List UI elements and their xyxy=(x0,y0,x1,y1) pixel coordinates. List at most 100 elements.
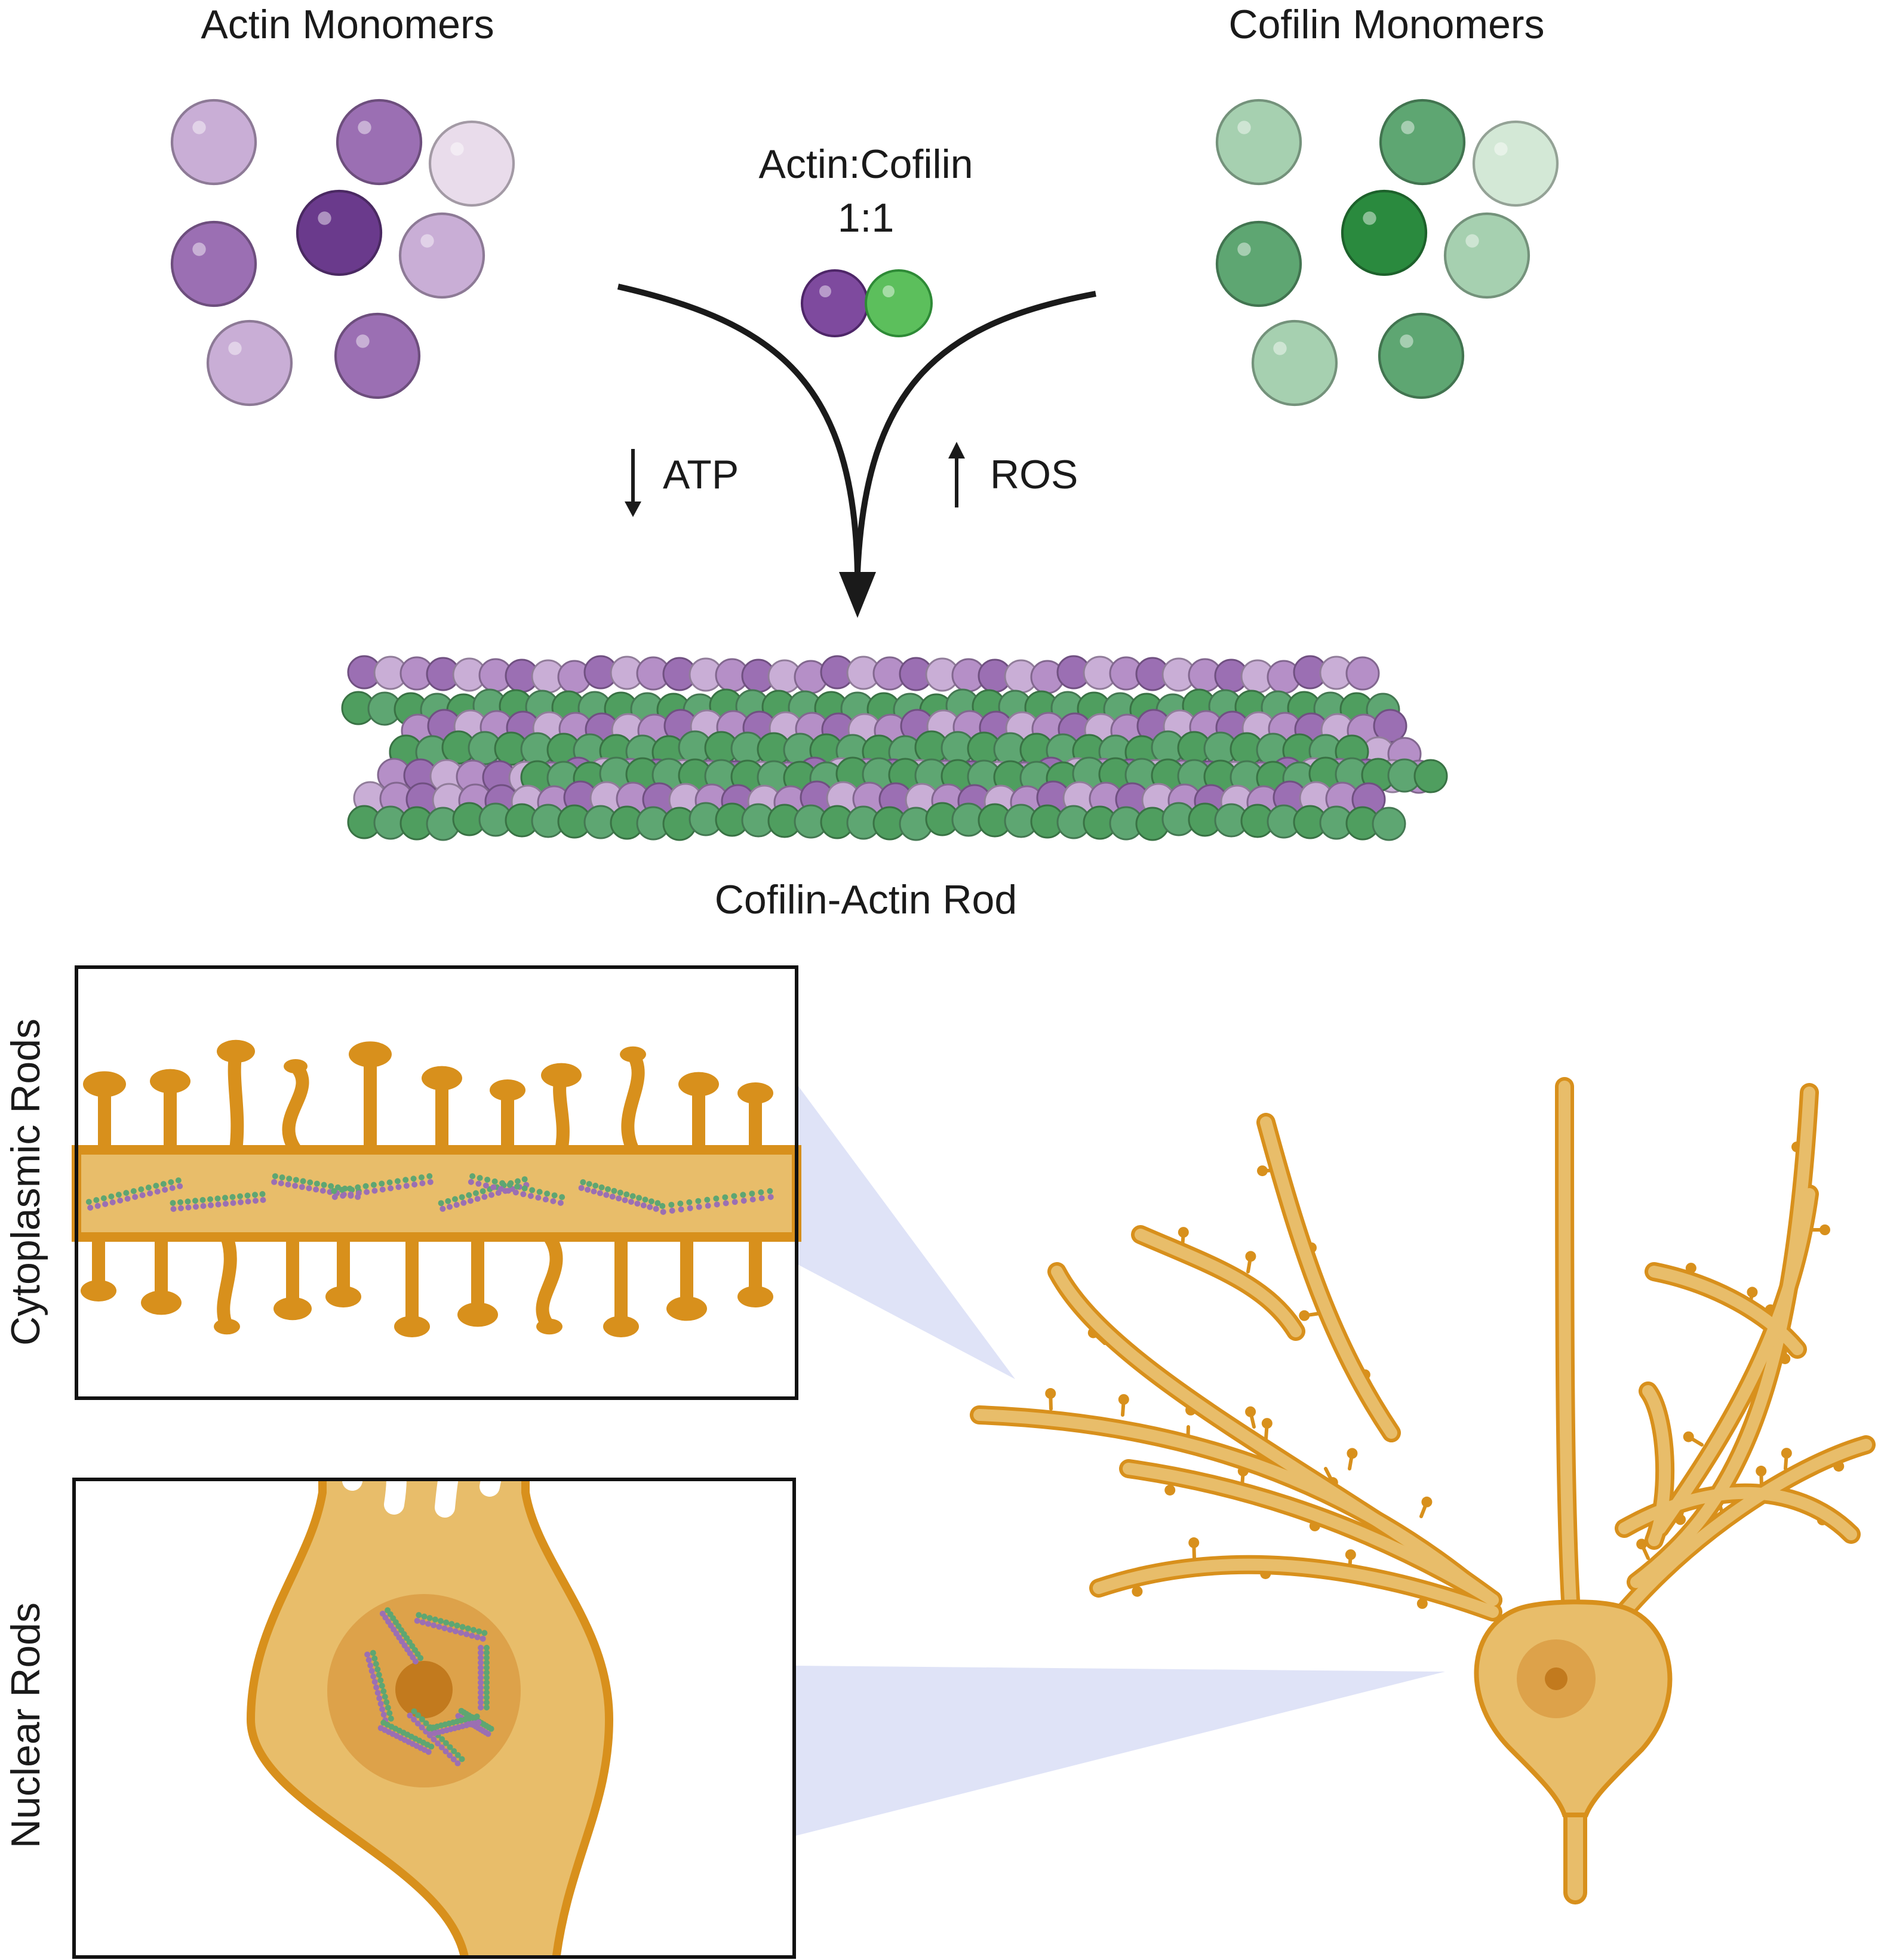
cytoplasmic-rod xyxy=(578,1179,661,1212)
neuron-dendrites xyxy=(970,1077,1876,1621)
cytoplasmic-rod xyxy=(659,1188,774,1215)
pair-cofilin-monomer xyxy=(865,269,933,337)
neuron-nucleolus xyxy=(1545,1667,1568,1690)
ros-label: ROS xyxy=(990,452,1078,497)
spine xyxy=(150,1069,190,1156)
spine xyxy=(349,1041,392,1156)
spine xyxy=(536,1230,563,1335)
nuclear-rods-panel xyxy=(72,1478,796,1959)
spine xyxy=(737,1082,773,1156)
cytoplasmic-rods-panel xyxy=(72,965,801,1400)
neuron-spine xyxy=(1636,1539,1650,1560)
spine xyxy=(282,1059,309,1156)
arrow-up-icon xyxy=(948,442,965,507)
spine xyxy=(394,1230,430,1337)
neuron-spine xyxy=(1118,1394,1129,1417)
neuron xyxy=(970,1077,1876,1904)
spine xyxy=(541,1063,582,1156)
cofilin-monomer xyxy=(1251,319,1338,407)
neuron-spine xyxy=(1299,1310,1321,1321)
converging-arrow xyxy=(617,284,1096,618)
atp-label: ATP xyxy=(663,452,739,497)
rod-cofilin-bead xyxy=(1413,759,1448,793)
cytoplasmic-rod xyxy=(331,1173,434,1200)
cofilin-monomer xyxy=(1215,99,1302,186)
cofilin-monomer xyxy=(1443,212,1530,299)
zoom-cone-cytoplasmic xyxy=(798,1085,1015,1379)
cofilin-monomers-label: Cofilin Monomers xyxy=(1228,2,1544,47)
spine xyxy=(620,1046,646,1156)
actin-monomer xyxy=(398,212,485,299)
spine xyxy=(217,1039,255,1156)
dendrite-spines xyxy=(81,1039,773,1337)
spine xyxy=(83,1071,126,1156)
nuclear-rod xyxy=(407,1708,465,1767)
actin-monomer xyxy=(336,99,423,186)
ratio-value: 1:1 xyxy=(838,195,895,241)
cofilin-monomer xyxy=(1472,120,1559,207)
actin-monomer-cluster xyxy=(170,99,515,407)
cofilin-monomer xyxy=(1378,312,1465,399)
nuclear-rod-filaments xyxy=(364,1607,494,1767)
nuclear-rod xyxy=(414,1612,488,1642)
cytoplasmic-rods-label: Cytoplasmic Rods xyxy=(3,1019,48,1346)
ratio-title: Actin:Cofilin xyxy=(758,141,973,187)
neuron-spine xyxy=(1245,1406,1256,1429)
cytoplasmic-rod xyxy=(468,1173,565,1206)
neuron-spine xyxy=(1045,1388,1056,1411)
spine xyxy=(141,1230,182,1315)
rod-label: Cofilin-Actin Rod xyxy=(715,877,1017,922)
neuron-spine xyxy=(1683,1431,1704,1447)
dendrite-shaft xyxy=(72,1145,801,1242)
neuron-spine xyxy=(1347,1448,1358,1470)
nuclear-rod xyxy=(426,1713,482,1737)
nucleolus xyxy=(395,1661,453,1718)
spine xyxy=(325,1230,361,1307)
cytoplasmic-rod xyxy=(170,1191,266,1212)
spine xyxy=(422,1066,462,1156)
spine xyxy=(214,1230,240,1335)
neuron-spine xyxy=(1245,1251,1256,1273)
ros-indicator: ROS xyxy=(948,442,1078,507)
cytoplasmic-rod xyxy=(85,1177,183,1211)
neuron-spine xyxy=(1419,1496,1433,1518)
neuron-spine xyxy=(1261,1418,1273,1441)
cytoplasmic-panel-frame xyxy=(75,965,798,1400)
actin-cofilin-pair xyxy=(801,269,933,337)
nuclear-rod xyxy=(364,1650,394,1724)
cofilin-monomer xyxy=(1215,220,1302,307)
actin-monomer xyxy=(428,120,515,207)
atp-indicator: ATP xyxy=(625,449,739,517)
actin-monomer xyxy=(334,312,421,399)
arrow-down-icon xyxy=(625,449,641,517)
neuron-spine xyxy=(1781,1448,1792,1470)
neuron-spine xyxy=(1188,1537,1200,1560)
pair-actin-monomer xyxy=(801,269,869,337)
actin-monomer xyxy=(170,99,257,186)
spine xyxy=(737,1230,773,1307)
nuclear-rod xyxy=(379,1607,424,1664)
cofilin-monomer-cluster xyxy=(1215,99,1559,407)
spine xyxy=(490,1079,525,1156)
cytoplasmic-rod-filaments xyxy=(85,1173,774,1215)
actin-monomer xyxy=(170,220,257,307)
nuclear-rods-label: Nuclear Rods xyxy=(3,1602,48,1848)
zoom-cone-nuclear xyxy=(795,1666,1445,1836)
actin-monomers-label: Actin Monomers xyxy=(201,2,494,47)
cofilin-monomer xyxy=(1341,189,1428,276)
cofilin-actin-rod xyxy=(341,655,1448,841)
spine xyxy=(457,1230,498,1327)
cofilin-monomer xyxy=(1379,99,1466,186)
rod-cofilin-bead xyxy=(1372,807,1406,841)
arrow-head xyxy=(839,572,876,618)
nuclear-rod xyxy=(478,1645,490,1710)
nuclear-panel-frame xyxy=(72,1478,796,1959)
spine xyxy=(603,1230,639,1337)
spine xyxy=(678,1072,719,1156)
spine xyxy=(81,1230,116,1301)
spine xyxy=(273,1230,312,1321)
actin-monomer xyxy=(296,189,383,276)
rod-actin-bead xyxy=(1345,656,1380,691)
spine xyxy=(666,1230,707,1321)
